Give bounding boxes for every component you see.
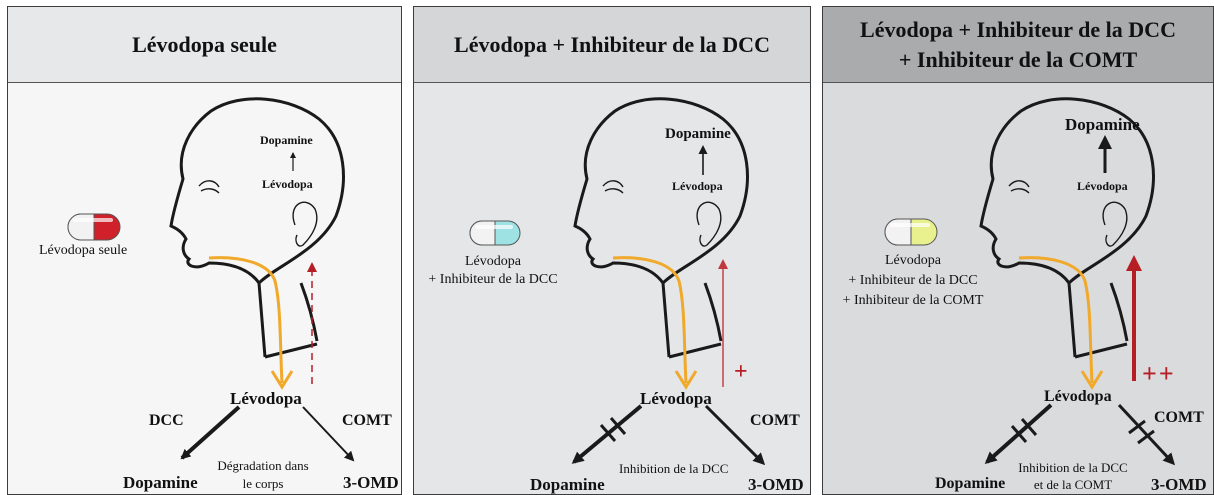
panel-title: Lévodopa seule [8, 7, 401, 83]
diagram-drawing [169, 97, 355, 462]
dcc-arrow [180, 405, 241, 460]
brain-product-label: Dopamine [260, 133, 313, 147]
pill-label: Lévodopa + Inhibiteur de la DCC + Inhibi… [823, 251, 1003, 311]
ear-icon [1102, 201, 1128, 247]
title-line: Lévodopa + Inhibiteur de la DCC [454, 31, 770, 57]
title-line: Lévodopa seule [132, 31, 277, 57]
diagram-drawing [979, 97, 1176, 466]
ear-icon [696, 201, 722, 247]
head-outline [979, 97, 1155, 358]
neck-back [299, 282, 319, 342]
pill-label: Lévodopa seule [39, 243, 128, 258]
center-levodopa-label: Lévodopa [640, 389, 712, 408]
head-outline [169, 97, 345, 358]
bottom-note-line: Dégradation dans [217, 458, 309, 473]
ear-icon [292, 201, 318, 247]
panel-levodopa-inhibiteur-dcc: Lévodopa + Inhibiteur de la DCC [413, 6, 811, 495]
plus-marks: + [734, 359, 748, 385]
brain-precursor-label: Lévodopa [1077, 179, 1128, 193]
pill-icon [469, 220, 521, 246]
eye-icon [602, 180, 624, 194]
pill-label-line: + Inhibiteur de la COMT [842, 293, 984, 308]
right-product-label: 3-OMD [343, 473, 399, 492]
diagram-drawing [571, 97, 766, 466]
pill-label-line: Lévodopa [885, 253, 941, 268]
left-product-label: Dopamine [935, 475, 1006, 492]
bottom-note-line: le corps [242, 476, 284, 491]
title-line: Lévodopa + Inhibiteur de la DCC [860, 16, 1176, 42]
inhibitor-bar [599, 424, 617, 442]
comt-arrow [302, 406, 355, 462]
brain-precursor-label: Lévodopa [672, 179, 723, 193]
bottom-note: Inhibition de la DCC et de la COMT [1013, 459, 1133, 493]
panel-title: Lévodopa + Inhibiteur de la DCC [414, 7, 810, 83]
neck-base [668, 342, 722, 359]
neck-base [1074, 342, 1128, 359]
esophagus-path [612, 256, 688, 384]
panel-levodopa-seule: Lévodopa seule [7, 6, 402, 495]
center-levodopa-label: Lévodopa [230, 389, 302, 408]
plus-marks: ++ [1142, 359, 1176, 388]
panel-title: Lévodopa + Inhibiteur de la DCC + Inhibi… [823, 7, 1213, 83]
title-line: + Inhibiteur de la COMT [898, 46, 1138, 72]
esophagus-head [674, 370, 698, 390]
neck-back [1109, 282, 1129, 342]
right-enzyme-label: COMT [342, 412, 392, 429]
brain-product-label: Dopamine [665, 126, 731, 142]
inhibitor-bar [1020, 418, 1038, 436]
esophagus-path [1018, 256, 1094, 384]
bottom-note: Dégradation dans le corps [213, 457, 313, 493]
pill-icon [67, 213, 121, 241]
comt-arrow [1117, 403, 1176, 466]
right-product-label: 3-OMD [748, 475, 804, 494]
pill-label-line: + Inhibiteur de la DCC [848, 273, 978, 288]
bottom-note-line: Inhibition de la DCC [1018, 460, 1128, 475]
head-outline [573, 97, 749, 358]
pill-label-line: + Inhibiteur de la DCC [428, 272, 558, 287]
eye-icon [1008, 180, 1030, 194]
right-enzyme-label: COMT [750, 412, 800, 429]
comt-arrow [704, 404, 766, 466]
eye-icon [198, 180, 220, 194]
esophagus-head [1080, 370, 1104, 390]
inhibitor-bar [609, 417, 627, 435]
esophagus-path [208, 256, 284, 384]
brain-product-label: Dopamine [1065, 115, 1140, 134]
bottom-note-line: et de la COMT [1033, 477, 1113, 492]
panel-levodopa-inhibiteurs-dcc-comt: Lévodopa + Inhibiteur de la DCC + Inhibi… [822, 6, 1214, 495]
left-enzyme-label: DCC [149, 412, 184, 429]
bottom-note-line: Inhibition de la DCC [619, 461, 729, 476]
left-product-label: Dopamine [123, 473, 198, 492]
left-product-label: Dopamine [530, 475, 605, 494]
neck-back [703, 282, 723, 342]
center-levodopa-label: Lévodopa [1044, 388, 1112, 405]
pill-label: Lévodopa + Inhibiteur de la DCC [418, 253, 568, 289]
inhibitor-bar [1137, 429, 1155, 445]
pill-label-line: Lévodopa [465, 254, 521, 269]
neck-base [264, 342, 318, 359]
right-enzyme-label: COMT [1154, 409, 1204, 426]
esophagus-head [270, 370, 294, 390]
inhibitor-bar [1128, 419, 1146, 435]
inhibitor-bar [1010, 425, 1028, 443]
right-product-label: 3-OMD [1151, 475, 1207, 494]
brain-precursor-label: Lévodopa [262, 177, 313, 191]
pill-icon [884, 218, 938, 246]
